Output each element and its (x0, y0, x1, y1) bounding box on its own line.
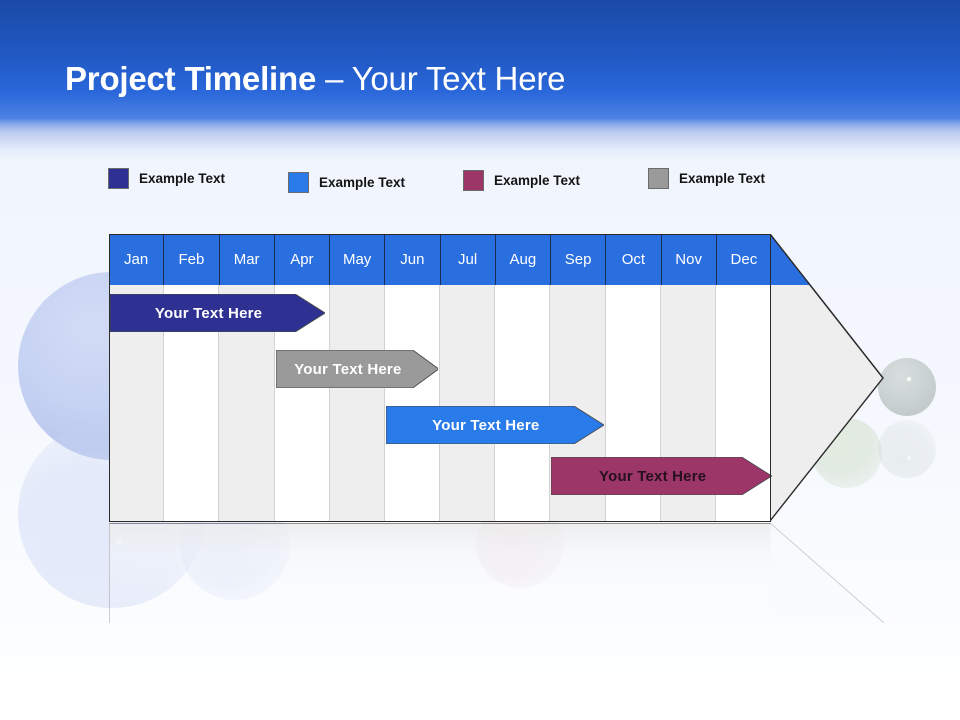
task-bar[interactable]: Your Text Here (275, 350, 439, 388)
chart-reflection-body (109, 523, 771, 623)
month-header-oct[interactable]: Oct (606, 234, 662, 285)
column-divider (714, 234, 716, 522)
decorative-sphere-gray (878, 358, 936, 416)
month-header-dec[interactable]: Dec (716, 234, 771, 285)
column-divider (549, 234, 551, 522)
month-header-apr[interactable]: Apr (274, 234, 330, 285)
month-header-jul[interactable]: Jul (440, 234, 496, 285)
legend-item[interactable]: Example Text (648, 168, 765, 189)
month-header-sep[interactable]: Sep (551, 234, 607, 285)
month-header-may[interactable]: May (330, 234, 386, 285)
month-header-jun[interactable]: Jun (385, 234, 441, 285)
column-divider (218, 234, 220, 522)
legend-item-label: Example Text (319, 175, 406, 190)
color-swatch-icon (648, 168, 669, 189)
legend-item-label: Example Text (679, 171, 766, 186)
column-divider (494, 234, 496, 522)
header-gradient-fade (0, 118, 960, 160)
column-divider (659, 234, 661, 522)
task-bar-label: Your Text Here (432, 416, 540, 434)
page-title-bold: Project Timeline (65, 60, 317, 97)
column-divider (604, 234, 606, 522)
task-bar[interactable]: Your Text Here (551, 457, 772, 495)
month-header-feb[interactable]: Feb (164, 234, 220, 285)
column-divider (273, 234, 275, 522)
task-bar-shape (385, 406, 604, 444)
task-bar[interactable]: Your Text Here (110, 294, 326, 332)
decorative-sphere-gray-reflection (878, 420, 936, 478)
page-title: Project Timeline – Your Text Here (65, 60, 565, 98)
column-divider (439, 234, 441, 522)
task-bar-shape (275, 350, 439, 388)
legend-item-label: Example Text (139, 171, 226, 186)
sphere-highlight-dot (907, 377, 911, 382)
legend-item-label: Example Text (494, 173, 581, 188)
page-title-light: – Your Text Here (316, 60, 566, 97)
column-divider (163, 234, 165, 522)
sphere-highlight-dot (907, 455, 911, 460)
color-swatch-icon (108, 168, 129, 189)
task-bar[interactable]: Your Text Here (385, 406, 604, 444)
chart-reflection-arrow (770, 523, 885, 623)
sphere-highlight-dot (115, 538, 122, 545)
month-header-nov[interactable]: Nov (661, 234, 717, 285)
task-bar-label: Your Text Here (294, 360, 402, 378)
timeline-arrowhead (770, 234, 884, 522)
month-header-aug[interactable]: Aug (495, 234, 551, 285)
task-bar-label: Your Text Here (154, 304, 263, 322)
legend-item[interactable]: Example Text (463, 170, 580, 191)
legend-item[interactable]: Example Text (108, 168, 225, 189)
task-bar-label: Your Text Here (599, 467, 707, 485)
legend-item[interactable]: Example Text (288, 172, 405, 193)
legend: Example Text Example Text Example Text Exam… (108, 168, 808, 196)
color-swatch-icon (288, 172, 309, 193)
color-swatch-icon (463, 170, 484, 191)
month-header-mar[interactable]: Mar (219, 234, 275, 285)
task-bar-shape (551, 457, 772, 495)
month-header-jan[interactable]: Jan (109, 234, 165, 285)
chart-reflection (109, 523, 885, 623)
